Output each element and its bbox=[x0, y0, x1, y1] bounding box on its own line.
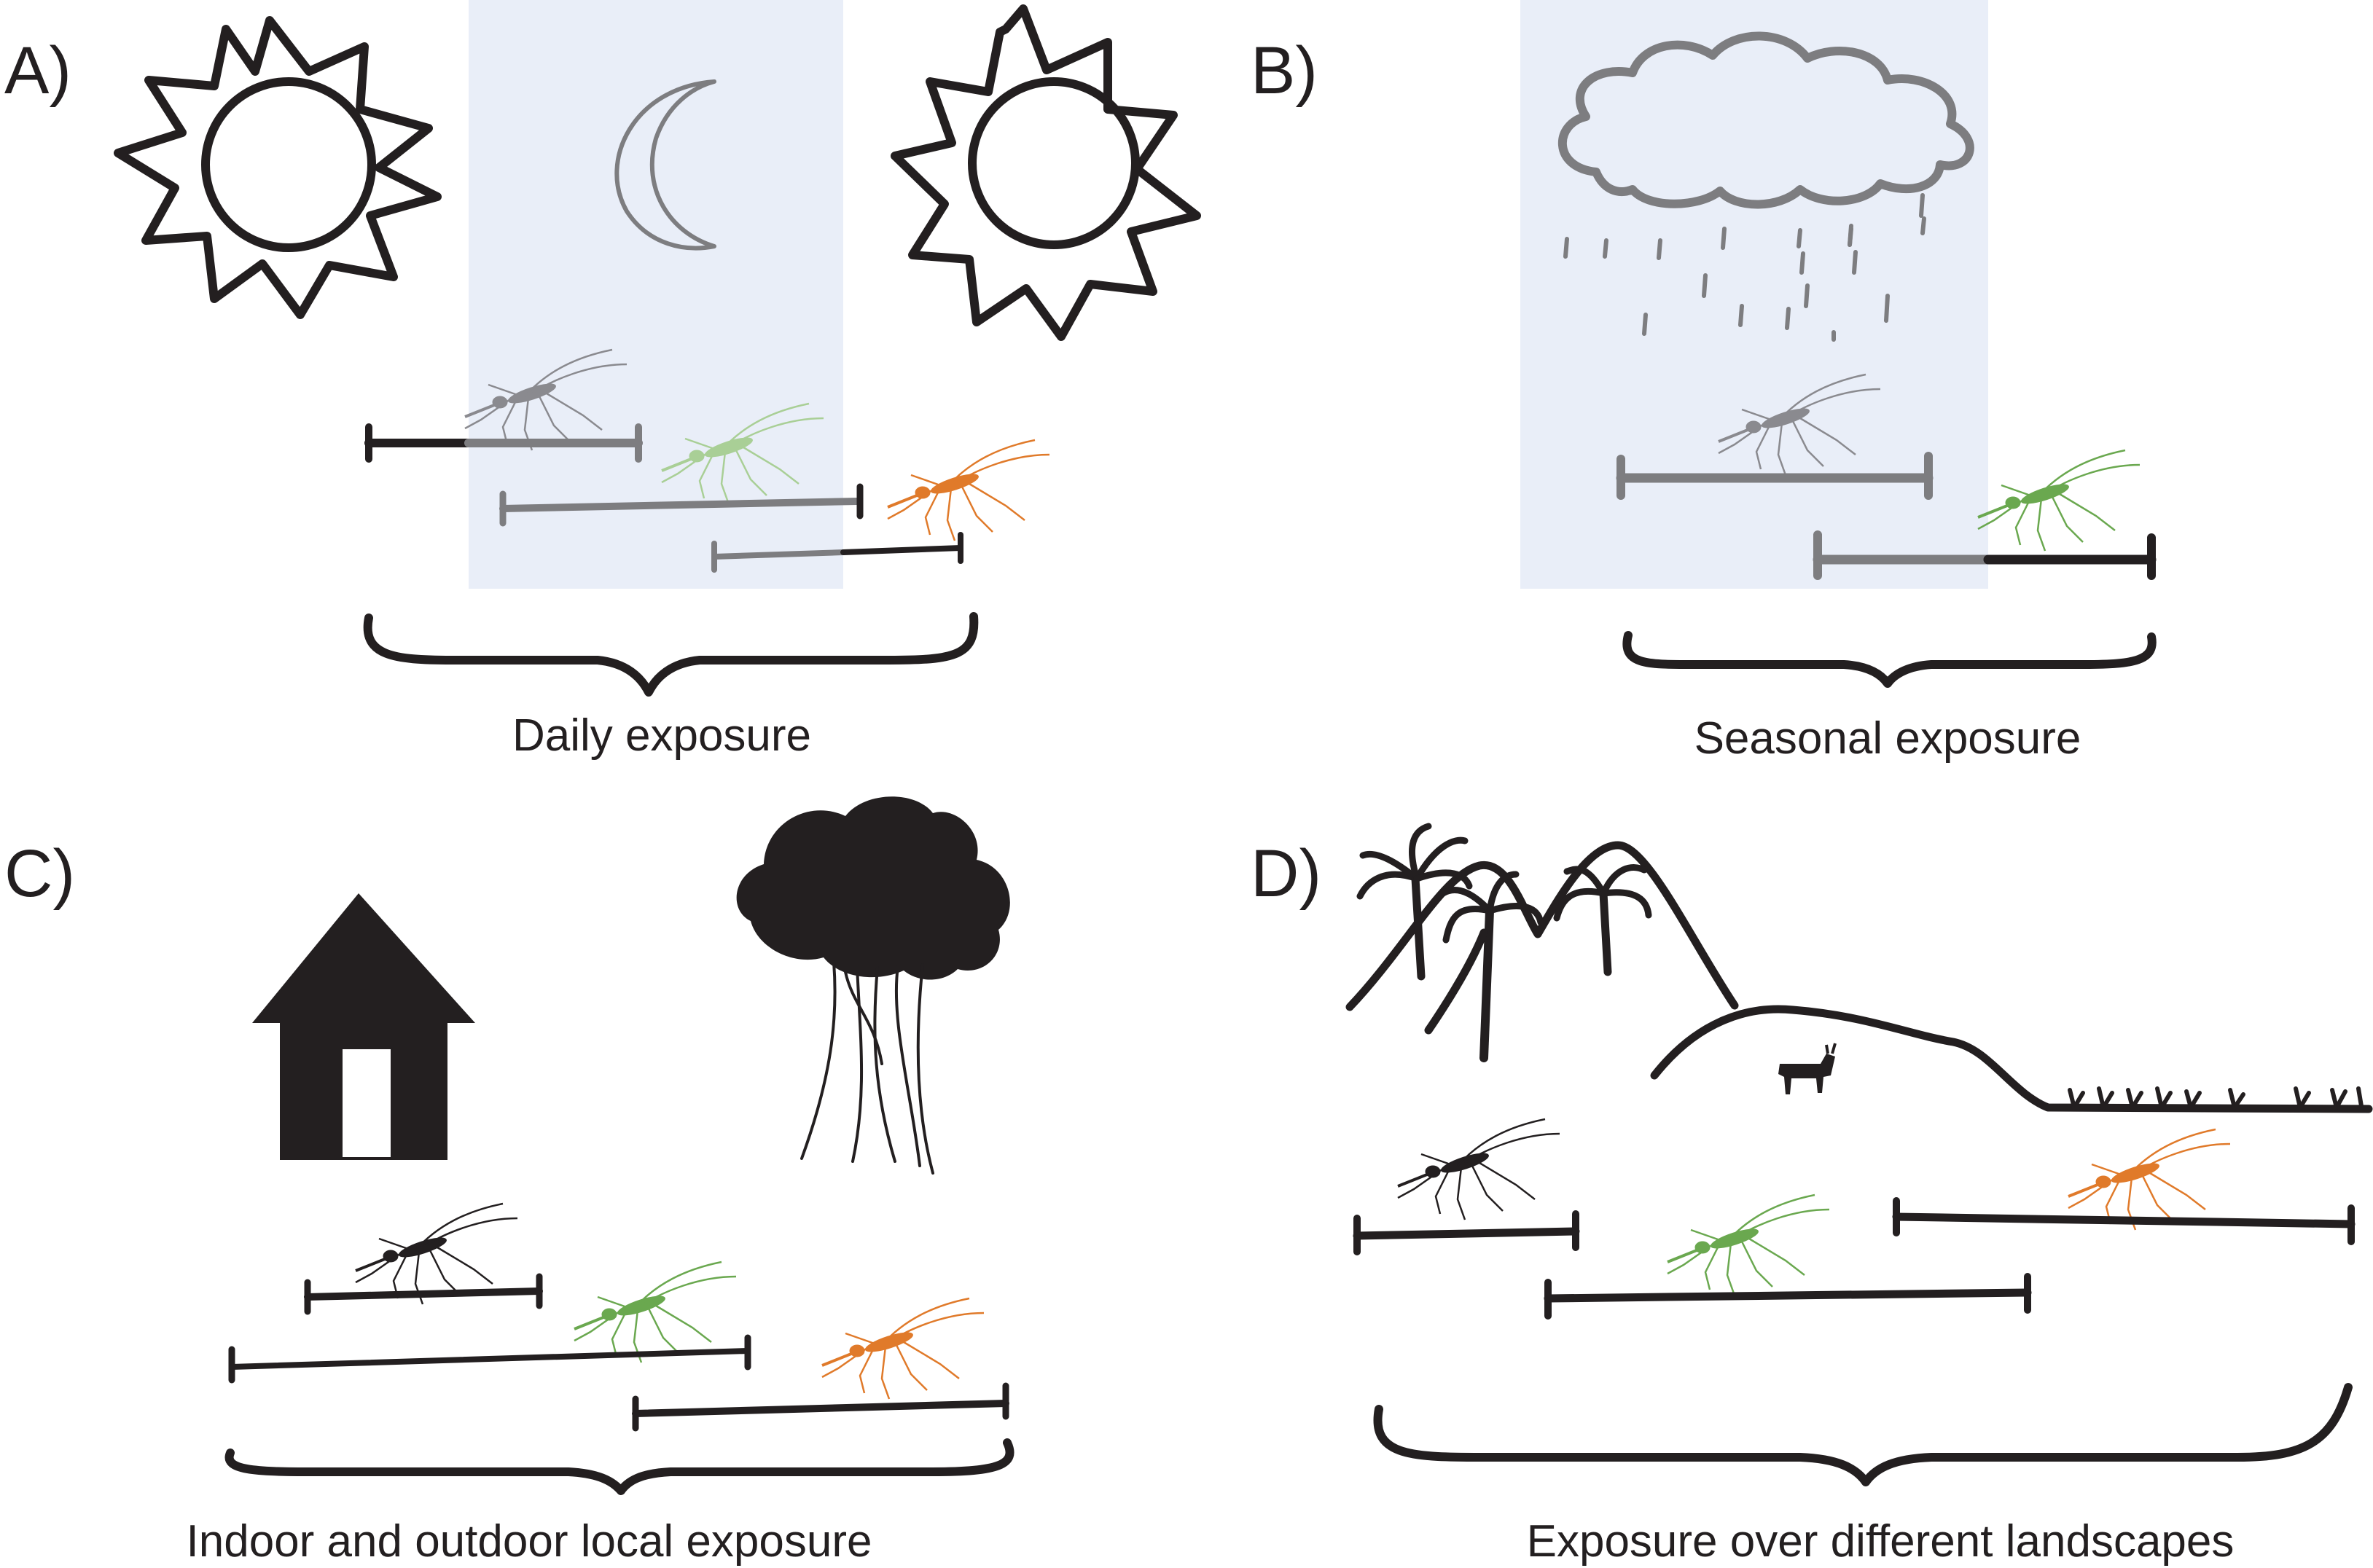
sun-icon bbox=[114, 16, 442, 319]
activity-range-bar bbox=[228, 1334, 751, 1384]
palm-tree-icon bbox=[1356, 823, 1473, 981]
moon-icon bbox=[614, 79, 716, 251]
panel-b-letter: B) bbox=[1251, 34, 1318, 108]
activity-range-bar bbox=[1892, 1197, 2356, 1245]
panel-c: C) bbox=[4, 796, 1015, 1567]
hill-icon bbox=[1345, 841, 1739, 1011]
curly-brace bbox=[1622, 631, 2157, 688]
panel-a-caption: Daily exposure bbox=[512, 710, 811, 761]
activity-range-bar bbox=[364, 423, 643, 463]
palm-tree-icon bbox=[1553, 864, 1652, 976]
house-icon bbox=[252, 893, 475, 1160]
wet-season-shade bbox=[1520, 0, 1988, 589]
rain-cloud-icon bbox=[1557, 31, 1974, 342]
curly-brace bbox=[363, 612, 979, 697]
mosquito-icon bbox=[2067, 1128, 2232, 1231]
mosquito-icon bbox=[1396, 1118, 1561, 1221]
activity-range-bar bbox=[499, 483, 864, 527]
panel-d: D) bbox=[1251, 823, 2373, 1567]
panel-d-caption: Exposure over different landscapes bbox=[1527, 1516, 2235, 1567]
activity-range-bar bbox=[1353, 1210, 1580, 1255]
panel-c-caption: Indoor and outdoor local exposure bbox=[187, 1516, 872, 1567]
panel-a-letter: A) bbox=[4, 34, 71, 108]
activity-range-bar bbox=[711, 532, 963, 573]
mosquito-icon bbox=[1977, 449, 2141, 552]
mosquito-icon bbox=[1666, 1193, 1831, 1297]
tree-icon bbox=[736, 796, 1010, 1175]
sun-icon bbox=[891, 4, 1201, 341]
activity-range-bar bbox=[1544, 1273, 2032, 1320]
mosquito-icon bbox=[821, 1297, 985, 1400]
panel-d-letter: D) bbox=[1251, 836, 1321, 911]
activity-range-bar bbox=[632, 1382, 1009, 1432]
grass-icon bbox=[2068, 1086, 2364, 1110]
panel-b-caption: Seasonal exposure bbox=[1694, 713, 2081, 764]
activity-range-bar bbox=[1813, 530, 2157, 580]
activity-range-bar bbox=[304, 1273, 543, 1315]
palm-tree-icon bbox=[1439, 871, 1544, 1062]
panel-a: A) bbox=[4, 0, 1201, 761]
night-shade-a bbox=[469, 0, 843, 589]
cow-icon bbox=[1778, 1043, 1837, 1094]
panel-b: B) bbox=[1251, 0, 2157, 764]
curly-brace bbox=[1373, 1383, 2353, 1486]
mosquito-icon bbox=[573, 1261, 738, 1364]
curly-brace bbox=[224, 1438, 1015, 1495]
activity-range-bar bbox=[1616, 452, 1934, 500]
mosquito-icon bbox=[886, 439, 1051, 542]
panel-c-letter: C) bbox=[4, 836, 75, 911]
hill-icon bbox=[1650, 1005, 2373, 1113]
palm-trunk bbox=[1424, 928, 1488, 1035]
